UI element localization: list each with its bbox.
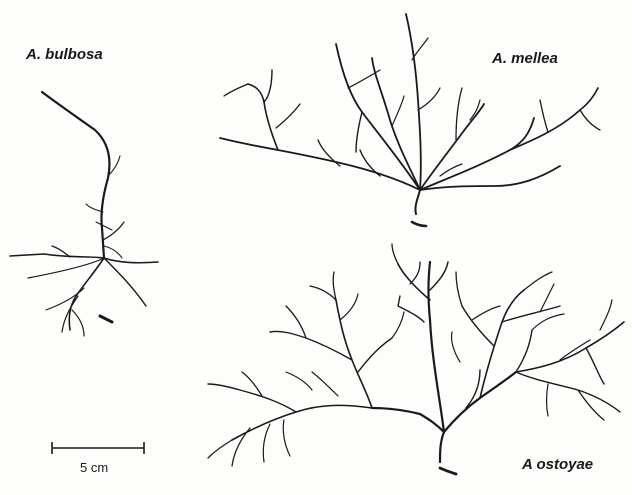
a-bulbosa-rhizomorph	[10, 92, 158, 336]
scale-bar-label: 5 cm	[80, 460, 108, 475]
a-ostoyae-rhizomorph	[208, 244, 624, 474]
a-mellea-rhizomorph	[220, 14, 600, 226]
scale-bar	[52, 442, 144, 454]
